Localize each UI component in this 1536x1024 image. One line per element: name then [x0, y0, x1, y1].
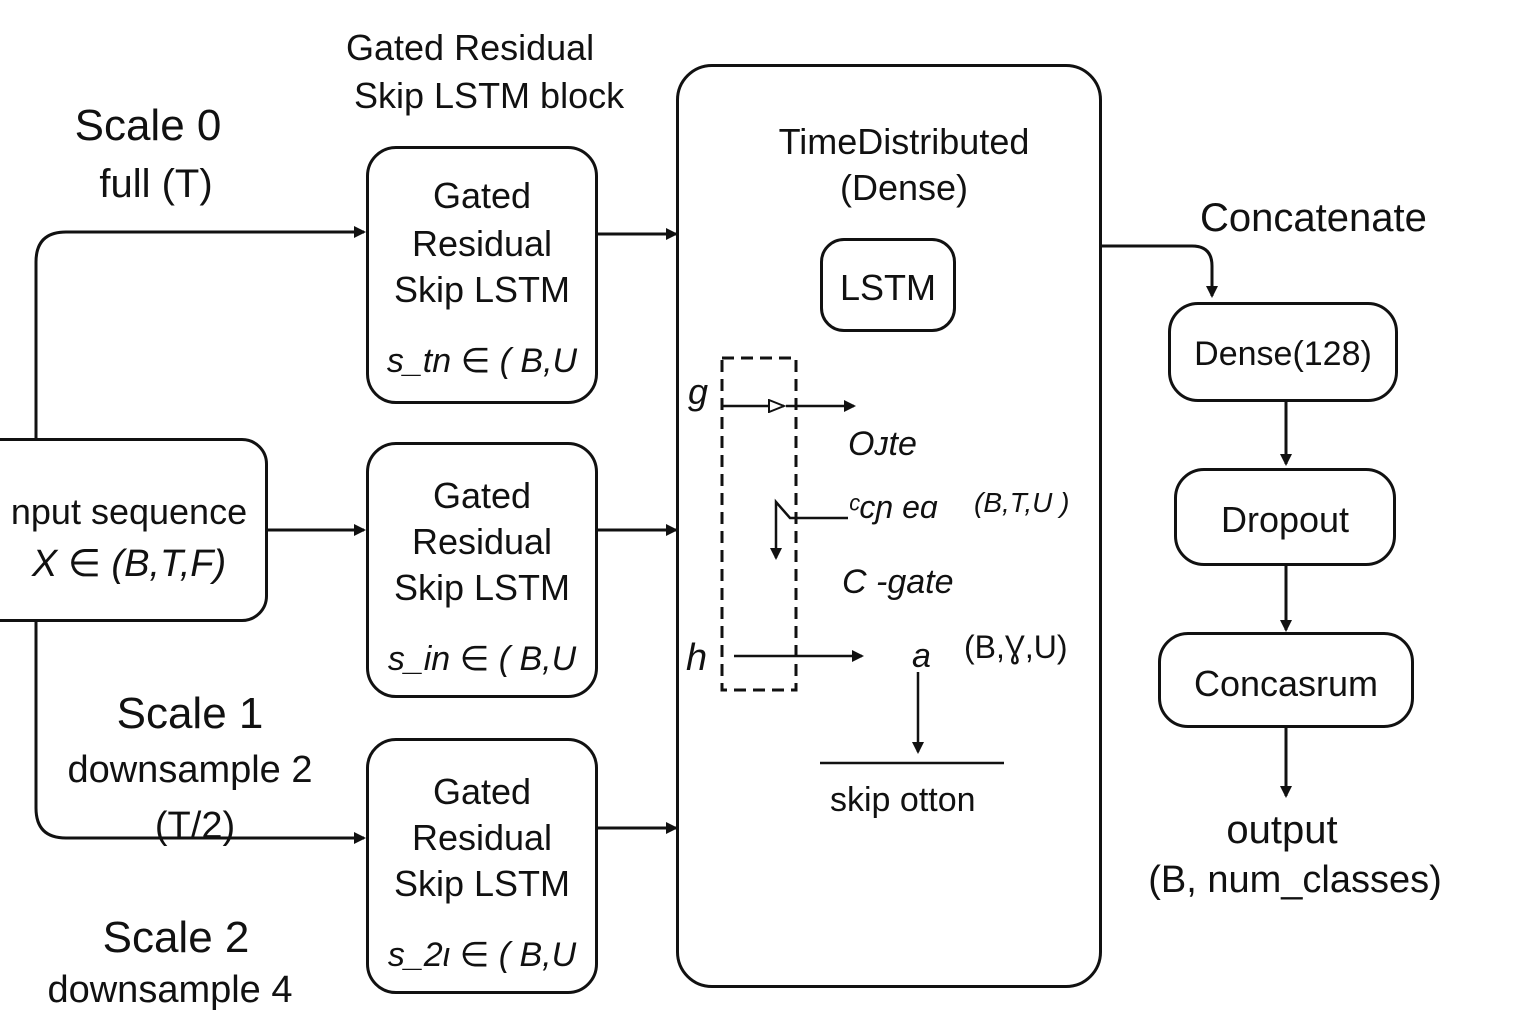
gate-dashed-region: [720, 356, 798, 692]
concasrum-label: Concasrum: [1193, 663, 1379, 704]
dense-label: Dense(128): [1194, 335, 1372, 373]
arrow-input-to-scale0: [34, 226, 366, 438]
lstm-block-line3: Skip LSTM: [393, 567, 571, 608]
arrow-panel-to-dense: [1102, 244, 1218, 298]
time-distributed-panel: TimeDistributed (Dense): [676, 64, 1102, 988]
lstm-block-line3: Skip LSTM: [393, 863, 571, 904]
arrow-input-to-scale2: [34, 622, 366, 844]
inner-lstm-box: LSTM: [820, 238, 956, 332]
arrow-con-down: [770, 498, 848, 560]
lstm-block-line1: Gated: [432, 175, 532, 216]
lstm-block-scale0: Gated Residual Skip LSTM s_tn ∈ ( B,U: [366, 146, 598, 404]
input-sequence-box: nput sequence X ∈ (B,T,F): [0, 438, 268, 622]
dense-box: Dense(128): [1168, 302, 1398, 402]
block-header-line2: Skip LSTM block: [354, 75, 625, 116]
concatenate-label: Concatenate: [1200, 196, 1427, 240]
scale1-title: Scale 1: [116, 689, 264, 738]
c-gate-label: C -gate: [842, 563, 954, 601]
panel-title-line2: (Dense): [839, 167, 969, 208]
scale1-subtitle: downsample 2: [67, 749, 313, 791]
input-box-line1: nput sequence: [10, 491, 248, 532]
scale2-title: Scale 2: [102, 913, 250, 962]
con-shape: (B,T,U ): [974, 487, 1070, 518]
skip-connection-label: skip otton: [830, 781, 976, 819]
lstm-block-state: s_in ∈ ( B,U: [387, 640, 577, 678]
panel-title-line1: TimeDistributed: [778, 121, 1030, 162]
concasrum-box: Concasrum: [1158, 632, 1414, 728]
output-shape-label: (B, num_classes): [1148, 859, 1442, 901]
a-shape: (B,Ɣ,U): [964, 629, 1068, 665]
lstm-block-line2: Residual: [411, 521, 553, 562]
h-label: h: [686, 637, 708, 679]
lstm-block-line1: Gated: [432, 771, 532, 812]
lstm-block-line3: Skip LSTM: [393, 269, 571, 310]
scale1-subtitle-2: (T/2): [154, 805, 236, 847]
block-header-line1: Gated Residual: [346, 27, 595, 68]
lstm-block-line2: Residual: [411, 817, 553, 858]
scale0-title: Scale 0: [74, 101, 222, 150]
lstm-block-scale2: Gated Residual Skip LSTM s_2ι ∈ ( B,U: [366, 738, 598, 994]
lstm-block-scale1: Gated Residual Skip LSTM s_in ∈ ( B,U: [366, 442, 598, 698]
scale0-subtitle: full (T): [99, 162, 213, 206]
con-label: ᶜcɲ eɑ: [848, 489, 938, 525]
dropout-box: Dropout: [1174, 468, 1396, 566]
scale2-subtitle: downsample 4: [47, 969, 293, 1011]
a-label: a: [912, 637, 931, 675]
inner-lstm-label: LSTM: [839, 267, 936, 308]
lstm-block-state: s_tn ∈ ( B,U: [386, 342, 578, 380]
lstm-block-line2: Residual: [411, 223, 553, 264]
output-label: output: [1226, 808, 1338, 852]
gate-g-label: g: [688, 371, 709, 412]
dropout-label: Dropout: [1220, 499, 1350, 540]
gate-output-label: Oᴊte: [848, 425, 917, 463]
input-box-line2: X ∈ (B,T,F): [31, 543, 227, 585]
lstm-block-line1: Gated: [432, 475, 532, 516]
lstm-block-state: s_2ι ∈ ( B,U: [387, 936, 577, 974]
